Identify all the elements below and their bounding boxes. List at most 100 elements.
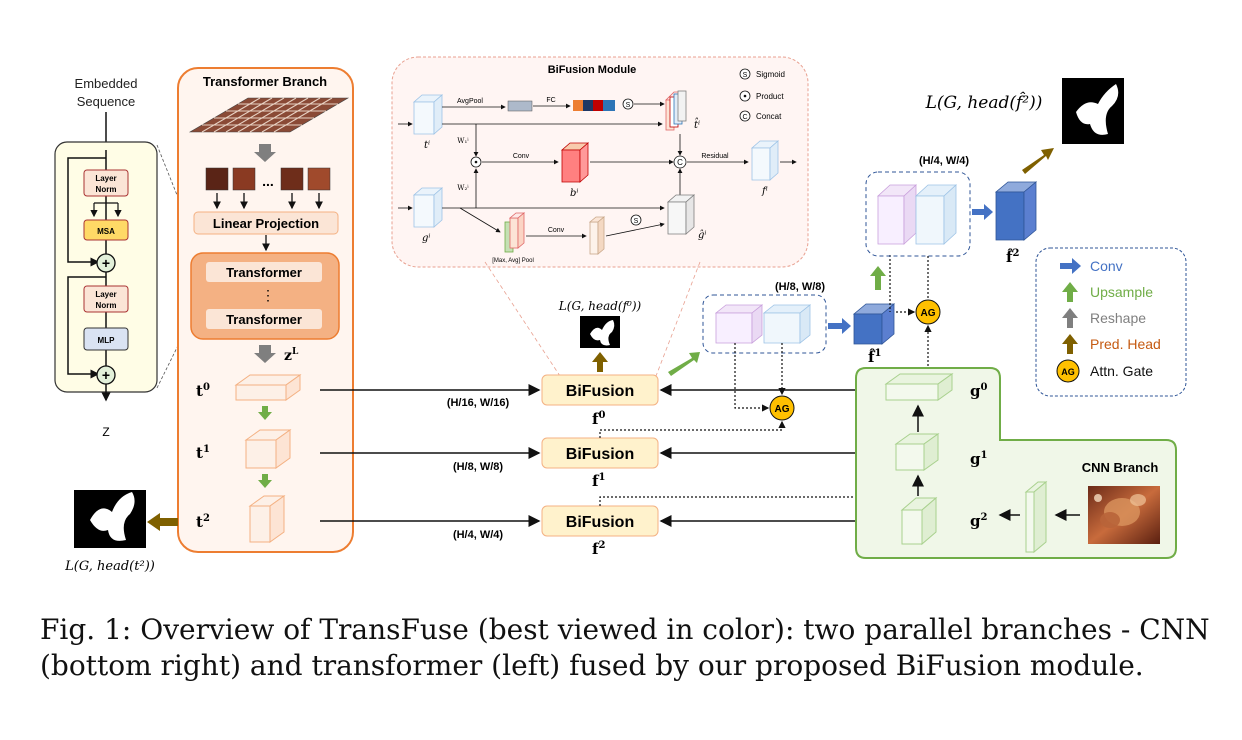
layer-norm-1-text-2: Norm xyxy=(96,185,117,194)
res-label-2: (H/4, W/4) xyxy=(453,529,503,541)
endoscopy-input-image xyxy=(1088,486,1160,544)
upsample-arrow-f0 xyxy=(668,352,700,376)
transformer-layer-2-text: Transformer xyxy=(226,312,302,327)
embedded-sequence-label: Embedded xyxy=(75,76,138,91)
res-label-0: (H/16, W/16) xyxy=(447,397,510,409)
avgpool-label: AvgPool xyxy=(457,98,483,105)
bi-cube xyxy=(560,142,590,183)
t1-label: t1 xyxy=(196,444,210,462)
flattened-patches: ... xyxy=(205,167,331,191)
w2-label: W₂ⁱ xyxy=(457,184,469,192)
concat-group-h8 xyxy=(702,294,827,354)
attn-gate-1 xyxy=(769,395,795,421)
svg-text:+: + xyxy=(102,255,110,271)
add-node-1 xyxy=(96,253,116,273)
t0-label: t0 xyxy=(196,382,210,400)
residual-label: Residual xyxy=(701,153,729,160)
legend-reshape: Reshape xyxy=(1090,310,1146,326)
t2-feature-cube xyxy=(248,495,286,543)
sigmoid-symbol-text: S xyxy=(743,72,748,79)
mlp-text: MLP xyxy=(98,336,116,345)
f1-label: f1 xyxy=(592,472,605,490)
g1-label: g1 xyxy=(970,450,987,468)
ti-label: tⁱ xyxy=(424,140,430,151)
loss-f2-label: L(G, head(f̂²)) xyxy=(925,92,1043,113)
reshape-arrow-2 xyxy=(254,345,276,363)
upsample-arrow-t2 xyxy=(258,474,272,488)
transformer-layer-1-text: Transformer xyxy=(226,265,302,280)
f-hat-1-cube xyxy=(852,303,896,345)
f-hat-1-label: f̂1 xyxy=(868,348,881,366)
svg-text:+: + xyxy=(102,367,110,383)
pool-label: [Max, Avg] Pool xyxy=(492,258,534,264)
prediction-mask-t2 xyxy=(74,490,146,548)
reshape-arrow-1 xyxy=(254,144,276,162)
figure-caption: Fig. 1: Overview of TransFuse (best view… xyxy=(40,613,1210,682)
transformer-layer-block: Embedded Sequence Layer Norm MSA + Layer… xyxy=(54,76,208,439)
pool-cube xyxy=(504,212,526,253)
conv-label-2: Conv xyxy=(548,227,565,234)
msa-text: MSA xyxy=(97,227,115,236)
legend: Conv Upsample Reshape Pred. Head AG Attn… xyxy=(1035,247,1187,397)
pooled-vector xyxy=(507,100,533,112)
pred-head-legend-icon xyxy=(1062,334,1078,354)
linear-projection-text: Linear Projection xyxy=(213,216,319,231)
layer-norm-2-text-2: Norm xyxy=(96,301,117,310)
spatial-sigmoid-symbol: S xyxy=(634,218,639,225)
sigmoid-symbol xyxy=(739,68,751,80)
f0-label: f0 xyxy=(592,410,605,428)
attn-gate-2-text: AG xyxy=(921,308,936,319)
conv-arrow-h8 xyxy=(828,318,851,334)
layer-norm-1-text: Layer xyxy=(95,174,116,183)
pred-head-arrow-t2 xyxy=(147,513,178,531)
t-hat-label: t̂ⁱ xyxy=(694,118,700,131)
transformer-vdots: ⋮ xyxy=(261,287,275,303)
fc-sigmoid-symbol: S xyxy=(626,102,631,109)
legend-attn-gate: Attn. Gate xyxy=(1090,363,1153,379)
fusion-column: BiFusion f0 BiFusion f1 BiFusion f2 xyxy=(541,374,659,558)
loss-f0-label: L(G, head(f⁰)) xyxy=(558,299,642,313)
z-output-label: Z xyxy=(102,425,109,439)
conv-label-1: Conv xyxy=(513,153,530,160)
legend-concat: Concat xyxy=(756,112,782,121)
conv-arrow-h4 xyxy=(972,204,993,220)
concat-node-text: C xyxy=(677,158,683,167)
bifusion-module-detail: BiFusion Module S Sigmoid Product C Conc… xyxy=(391,56,809,268)
t2-label: t2 xyxy=(196,513,210,531)
t0-feature-cube xyxy=(234,374,302,401)
g0-label: g0 xyxy=(970,382,988,400)
ti-cube xyxy=(412,94,444,135)
decoder-stage-h8: (H/8, W/8) xyxy=(702,281,827,354)
decoder-stage-h4: (H/4, W/4) xyxy=(865,155,971,257)
g-hat-cube xyxy=(666,194,696,235)
bifusion-block-0-text: BiFusion xyxy=(566,383,634,400)
upsample-arrow-t1 xyxy=(258,406,272,420)
pred-head-arrow-f0 xyxy=(592,352,608,372)
conv-map-cube xyxy=(588,216,606,255)
bi-label: bⁱ xyxy=(570,188,578,199)
f-hat-2-label: f̂2 xyxy=(1006,248,1019,266)
layer-norm-2 xyxy=(83,285,129,313)
concat-node xyxy=(673,155,687,169)
cnn-branch-title: CNN Branch xyxy=(1082,460,1159,475)
fc-vector xyxy=(573,100,615,111)
bifusion-block-0 xyxy=(541,374,659,406)
g-hat-label: ĝⁱ xyxy=(698,230,706,241)
transformer-layer-1 xyxy=(206,262,322,282)
bifusion-block-2-text: BiFusion xyxy=(566,514,634,531)
attn-gate-1-text: AG xyxy=(775,404,790,415)
skip-connection-1 xyxy=(67,157,106,267)
res-label-h8: (H/8, W/8) xyxy=(775,281,825,293)
legend-ag-symbol: AG xyxy=(1061,367,1075,377)
image-patch-grid xyxy=(188,97,350,133)
layer-norm-1 xyxy=(83,169,129,197)
transformer-layer-2 xyxy=(206,309,322,329)
g1-cube xyxy=(894,433,940,471)
mlp-block xyxy=(83,327,129,351)
g2-label: g2 xyxy=(970,512,988,530)
attn-gate-legend-icon xyxy=(1056,359,1080,383)
cnn-stem-cube xyxy=(1024,480,1048,554)
t1-feature-cube xyxy=(244,429,292,469)
prediction-mask-f0 xyxy=(580,316,620,348)
prediction-mask-f2 xyxy=(1062,78,1124,144)
